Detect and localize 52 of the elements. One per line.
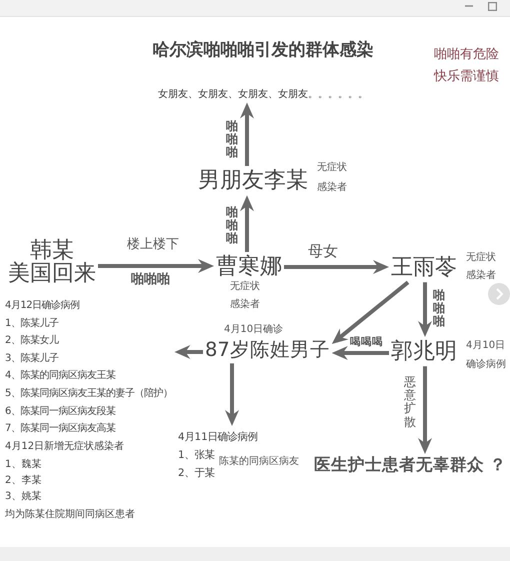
- person-name: 韩某: [30, 239, 74, 262]
- list-item: 1、魏某: [5, 459, 42, 470]
- arrow: [240, 102, 254, 166]
- status-note: 4月10日确诊病例: [466, 339, 507, 372]
- list-item: 1、陈某儿子: [5, 316, 58, 331]
- list-heading: 4月11日确诊病例: [178, 430, 258, 445]
- annotation-text: 啪啪啪: [131, 273, 170, 288]
- arrow: [418, 282, 432, 337]
- title: 哈尔滨啪啪啪引发的群体感染: [152, 41, 374, 61]
- arrow: [418, 366, 432, 454]
- list-item: 3、姚某: [5, 491, 42, 502]
- arrow: [332, 346, 389, 360]
- list-item: 5、陈某同病区病友王某的妻子（陪护）: [5, 386, 172, 401]
- arrow: [174, 345, 203, 359]
- person-name: 郭兆明: [391, 339, 457, 364]
- list-item: 2、陈某女儿: [5, 334, 58, 348]
- edge-label: 母女: [308, 243, 338, 260]
- list-item: 3、陈某儿子: [5, 352, 58, 366]
- list-item: 4、陈某的同病区病友王某: [5, 368, 116, 384]
- person-name: 王雨苓: [391, 255, 457, 280]
- caption-text: 女朋友、女朋友、女朋友、女朋友。。。。。。: [158, 89, 368, 100]
- person-name: 曹寒娜: [216, 254, 282, 280]
- status-note: 4月10日确诊: [224, 324, 284, 336]
- edge-label: 楼上楼下: [127, 238, 179, 253]
- edge-label: 啪啪啪: [433, 289, 445, 329]
- status-note: 无症状感染者: [230, 280, 261, 312]
- footnote: 均为陈某住院期间同病区患者: [5, 509, 135, 520]
- edge-label: 恶意扩散: [404, 376, 416, 429]
- status-note: 无症状感染者: [466, 250, 497, 283]
- warning-note: 啪啪有危险: [434, 48, 499, 63]
- list-item: 1、张某: [178, 448, 215, 463]
- arrow: [284, 260, 389, 274]
- arrow: [330, 280, 410, 346]
- list-heading: 4月12日新增无症状感染者: [5, 441, 124, 452]
- list-item: 2、李某: [5, 475, 42, 486]
- arrow: [240, 195, 254, 252]
- list-item: 2、于某: [178, 466, 215, 481]
- person-name: 男朋友李某: [198, 168, 308, 194]
- edge-label: 啪啪啪: [226, 206, 238, 246]
- person-name: 87岁陈姓男子: [205, 339, 330, 362]
- list-item: 7、陈某同一病区病友高某: [5, 422, 116, 436]
- list-heading: 4月12日确诊病例: [5, 298, 80, 313]
- question-text: 医生护士患者无辜群众 ？: [314, 456, 507, 475]
- list-item: 6、陈某同一病区病友段某: [5, 404, 116, 419]
- edge-label: 啪啪啪: [226, 120, 238, 160]
- status-note: 无症状感染者: [317, 160, 348, 195]
- arrow: [225, 363, 239, 426]
- warning-note: 快乐需谨慎: [434, 70, 499, 85]
- origin-note: 美国回来: [8, 262, 96, 285]
- edge-label: 喝喝喝: [350, 336, 383, 348]
- arrow: [98, 259, 214, 273]
- status-note: 陈某的同病区病友: [219, 456, 299, 468]
